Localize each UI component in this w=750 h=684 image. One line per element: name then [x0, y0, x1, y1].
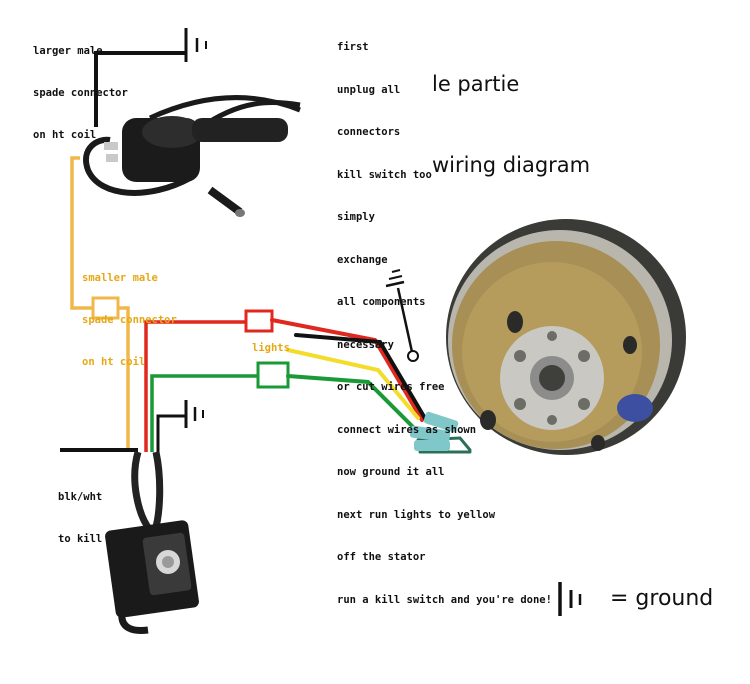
kill-wire-label: blk/wht to kill: [58, 491, 103, 545]
legend-label: = ground: [610, 586, 714, 611]
ht-coil-image: [83, 95, 301, 217]
instruction-line: connect wires as shown: [337, 423, 477, 436]
instructions-list: first unplug all connectors kill switch …: [337, 12, 552, 635]
instruction-line: necessary: [337, 338, 394, 351]
instruction-line: kill switch too: [337, 168, 432, 181]
instruction-line: run a kill switch and you're done!: [337, 593, 552, 606]
legend-ground-icon: [558, 582, 582, 616]
coil-ground-symbol: [184, 28, 207, 62]
instruction-line: unplug all: [337, 83, 401, 96]
instruction-line: next run lights to yellow: [337, 508, 496, 521]
stator-wires: [270, 318, 472, 454]
stator-ground: [385, 269, 419, 362]
ht-coil-orange-wire: [70, 156, 93, 310]
stator-image: [446, 219, 686, 455]
ht-coil-small-label: smaller male spade connector on ht coil: [82, 272, 177, 368]
diagram-title: le partie wiring diagram: [432, 72, 591, 177]
green-connector: [256, 361, 290, 389]
kill-green-wire: [150, 374, 258, 452]
lights-label: lights: [252, 342, 290, 354]
green-wire: [286, 374, 418, 432]
lights-red-wire: [144, 320, 246, 452]
kill-ground-symbol: [184, 400, 204, 428]
ht-coil-black-wire: [94, 51, 186, 127]
instruction-line: first: [337, 41, 369, 53]
instruction-line: exchange: [337, 253, 388, 266]
instruction-line: or cut wires free: [337, 381, 445, 393]
red-connector: [244, 309, 274, 333]
blue-connectors: [409, 411, 459, 451]
instruction-line: off the stator: [337, 551, 426, 563]
instruction-line: all components: [337, 296, 426, 308]
yellow-wire: [286, 348, 420, 420]
kill-switch-image: [105, 451, 199, 634]
kill-ground-wire: [156, 414, 186, 452]
black-wire: [294, 333, 428, 422]
orange-connector: [91, 296, 120, 320]
instruction-line: connectors: [337, 126, 401, 138]
kill-orange-wire: [118, 306, 130, 448]
instruction-line: now ground it all: [337, 466, 445, 478]
instruction-line: simply: [337, 211, 375, 223]
ht-coil-large-label: larger male spade connector on ht coil: [33, 45, 128, 141]
